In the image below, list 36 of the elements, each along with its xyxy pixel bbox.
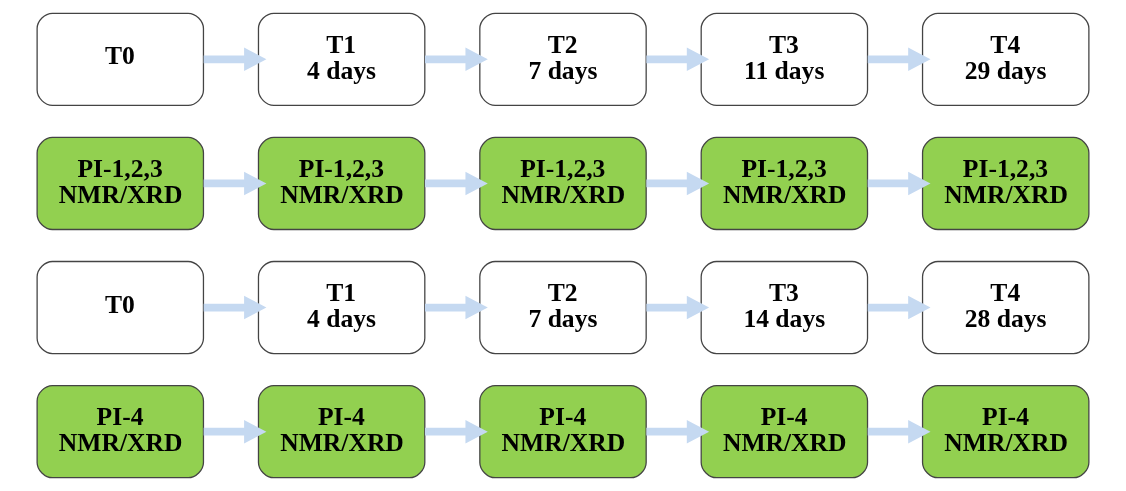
arrow xyxy=(867,47,931,72)
node-box: PI-1,2,3 NMR/XRD xyxy=(700,136,869,231)
arrow xyxy=(203,47,267,72)
node-box: T3 11 days xyxy=(700,12,869,107)
arrow xyxy=(425,47,488,72)
arrow xyxy=(425,171,488,196)
node-box: PI-4 NMR/XRD xyxy=(257,384,426,479)
node-box: PI-1,2,3 NMR/XRD xyxy=(479,136,647,231)
arrow xyxy=(425,419,488,444)
node-box: T0 xyxy=(36,260,205,355)
node-box: PI-4 NMR/XRD xyxy=(479,384,647,479)
node-box: T3 14 days xyxy=(700,260,869,355)
node-box: T4 29 days xyxy=(921,12,1090,107)
arrow xyxy=(646,171,710,196)
node-box: PI-4 NMR/XRD xyxy=(36,384,205,479)
arrow xyxy=(867,171,931,196)
node-box: T0 xyxy=(36,12,205,107)
node-box: T2 7 days xyxy=(479,12,647,107)
arrow xyxy=(646,47,710,72)
node-box: T4 28 days xyxy=(921,260,1090,355)
node-box: T2 7 days xyxy=(479,260,647,355)
node-box: PI-1,2,3 NMR/XRD xyxy=(36,136,205,231)
node-box: T1 4 days xyxy=(257,12,426,107)
arrow xyxy=(203,295,267,320)
node-box: T1 4 days xyxy=(257,260,426,355)
node-box: PI-1,2,3 NMR/XRD xyxy=(921,136,1090,231)
arrow xyxy=(425,295,488,320)
arrow xyxy=(203,171,267,196)
arrow xyxy=(203,419,267,444)
node-box: PI-1,2,3 NMR/XRD xyxy=(257,136,426,231)
arrow xyxy=(867,295,931,320)
node-box: PI-4 NMR/XRD xyxy=(921,384,1090,479)
arrow xyxy=(867,419,931,444)
node-box: PI-4 NMR/XRD xyxy=(700,384,869,479)
arrow xyxy=(646,419,710,444)
arrow xyxy=(646,295,710,320)
